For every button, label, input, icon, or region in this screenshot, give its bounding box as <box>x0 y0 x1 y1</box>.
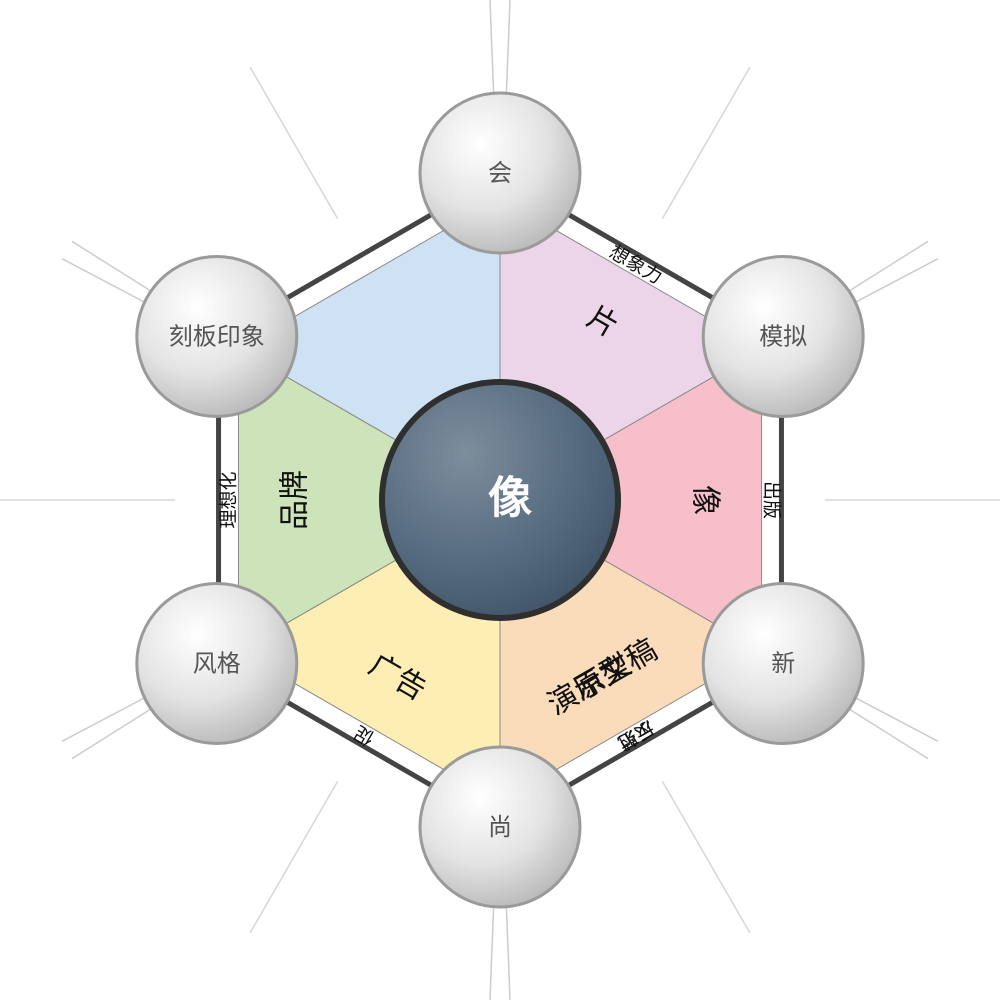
node-4: 风格 <box>135 582 299 745</box>
node-label: 新 <box>771 650 795 678</box>
segment-1: 像 <box>498 348 763 652</box>
node-2: 新 <box>701 582 865 745</box>
center-circle: 像 <box>379 379 621 621</box>
node-label: 风格 <box>193 650 241 678</box>
segment-4: 品牌 <box>237 348 502 652</box>
node-label: 尚 <box>488 813 512 841</box>
node-label: 模拟 <box>759 323 807 351</box>
edge-label-4: 理想化 <box>218 471 240 528</box>
node-3: 尚 <box>418 745 582 909</box>
segment-label: 像 <box>688 485 723 515</box>
node-circle <box>418 91 582 255</box>
node-circle <box>418 745 582 909</box>
node-circle <box>701 582 865 745</box>
ray-line <box>249 66 339 219</box>
ray-line <box>661 66 751 219</box>
center-label: 像 <box>488 473 532 524</box>
ray-line <box>249 781 339 934</box>
node-5: 刻板印象 <box>135 255 299 418</box>
node-circle <box>701 255 865 418</box>
node-0: 会 <box>418 91 582 255</box>
edge-label-1: 出版 <box>760 481 782 519</box>
node-label: 刻板印象 <box>169 323 265 351</box>
node-label: 会 <box>488 159 512 187</box>
node-1: 模拟 <box>701 255 865 418</box>
node-circle <box>135 255 299 418</box>
segment-label: 品牌 <box>278 470 313 530</box>
ray-line <box>661 781 751 934</box>
node-circle <box>135 582 299 745</box>
